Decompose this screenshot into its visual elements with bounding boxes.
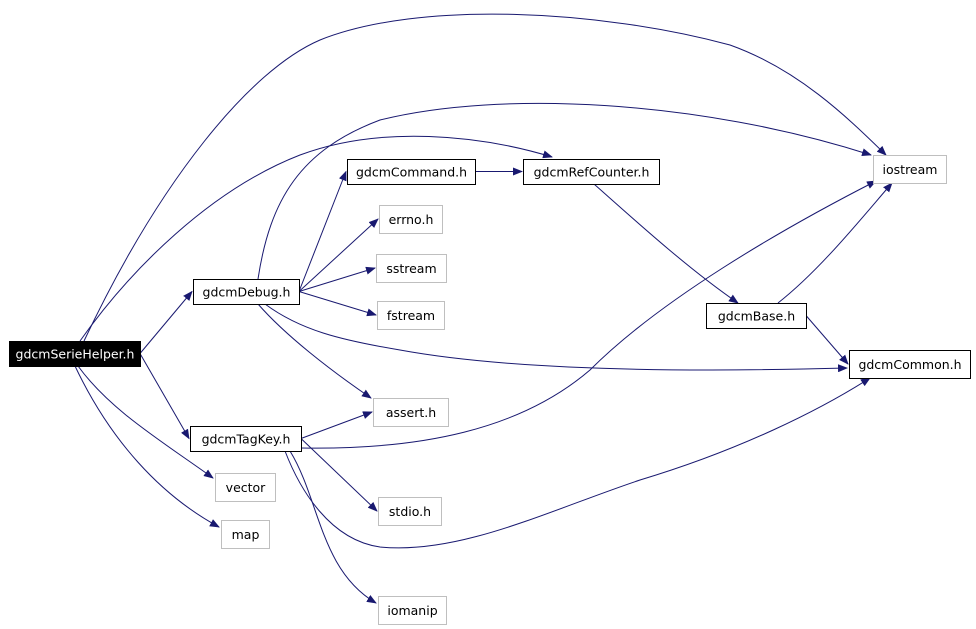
node-box <box>523 159 660 185</box>
node-gdcmdebug-h[interactable]: gdcmDebug.h <box>193 279 300 305</box>
node-label: vector <box>226 480 267 495</box>
node-label: gdcmBase.h <box>718 309 795 324</box>
node-label: map <box>232 527 260 542</box>
edge-gdcmseriehelper-h-to-gdcmrefcounter-h <box>79 135 553 342</box>
node-label: gdcmTagKey.h <box>202 432 291 447</box>
node-box <box>9 341 141 367</box>
node-vector[interactable]: vector <box>215 473 276 502</box>
node-label: gdcmSerieHelper.h <box>16 347 135 362</box>
node-label: iomanip <box>387 603 437 618</box>
node-box <box>378 596 447 625</box>
edge-gdcmseriehelper-h-to-gdcmtagkey-h <box>139 353 190 440</box>
node-label: iostream <box>883 162 938 177</box>
edge-gdcmdebug-h-to-sstream <box>298 266 376 292</box>
node-label: errno.h <box>389 212 434 227</box>
edge-gdcmdebug-h-to-iostream <box>257 102 872 280</box>
edge-gdcmtagkey-h-to-stdio-h <box>300 438 378 512</box>
edge-gdcmdebug-h-to-fstream <box>298 291 377 317</box>
node-box <box>193 279 300 305</box>
node-box <box>376 254 447 283</box>
node-box <box>873 155 947 184</box>
edge-gdcmdebug-h-to-gdcmcommon-h <box>264 303 848 373</box>
node-stdio-h[interactable]: stdio.h <box>378 497 442 526</box>
node-gdcmseriehelper-h: gdcmSerieHelper.h <box>9 341 141 367</box>
node-label: gdcmCommand.h <box>356 165 467 180</box>
node-label: gdcmDebug.h <box>203 285 291 300</box>
edges-layer <box>74 13 893 604</box>
node-gdcmcommand-h[interactable]: gdcmCommand.h <box>347 159 476 185</box>
node-label: gdcmRefCounter.h <box>534 165 650 180</box>
node-box <box>190 426 302 452</box>
node-sstream[interactable]: sstream <box>376 254 447 283</box>
edge-gdcmseriehelper-h-to-gdcmdebug-h <box>139 290 193 354</box>
edge-gdcmtagkey-h-to-gdcmcommon-h <box>284 377 871 549</box>
node-gdcmtagkey-h[interactable]: gdcmTagKey.h <box>190 426 302 452</box>
edge-gdcmbase-h-to-iostream <box>777 182 893 304</box>
edge-gdcmseriehelper-h-to-vector <box>77 365 214 479</box>
node-box <box>849 350 971 379</box>
node-box <box>347 159 476 185</box>
node-gdcmcommon-h[interactable]: gdcmCommon.h <box>849 350 971 379</box>
node-errno-h[interactable]: errno.h <box>379 205 443 234</box>
edge-gdcmtagkey-h-to-assert-h <box>300 411 373 439</box>
node-label: stdio.h <box>389 504 431 519</box>
node-gdcmbase-h[interactable]: gdcmBase.h <box>706 303 807 329</box>
node-box <box>221 520 270 549</box>
edge-gdcmrefcounter-h-to-gdcmbase-h <box>593 183 739 304</box>
node-label: assert.h <box>386 405 436 420</box>
edge-gdcmseriehelper-h-to-iostream <box>83 13 887 342</box>
edge-gdcmdebug-h-to-gdcmcommand-h <box>298 170 347 292</box>
node-label: gdcmCommon.h <box>858 357 961 372</box>
node-box <box>373 398 449 427</box>
node-label: fstream <box>387 308 435 323</box>
edge-gdcmdebug-h-to-assert-h <box>257 303 372 399</box>
edge-gdcmtagkey-h-to-iomanip <box>289 450 377 604</box>
node-label: sstream <box>386 261 436 276</box>
node-box <box>215 473 276 502</box>
edge-gdcmdebug-h-to-errno-h <box>298 218 379 292</box>
edge-gdcmtagkey-h-to-iostream <box>300 180 877 449</box>
node-iostream[interactable]: iostream <box>873 155 947 184</box>
node-box <box>377 301 445 330</box>
node-box <box>706 303 807 329</box>
node-fstream[interactable]: fstream <box>377 301 445 330</box>
edge-gdcmseriehelper-h-to-map <box>74 365 220 528</box>
node-gdcmrefcounter-h[interactable]: gdcmRefCounter.h <box>523 159 660 185</box>
node-map[interactable]: map <box>221 520 270 549</box>
node-box <box>378 497 442 526</box>
nodes-layer: gdcmSerieHelper.h gdcmDebug.h gdcmTagKey.h… <box>9 155 971 625</box>
edge-gdcmbase-h-to-gdcmcommon-h <box>805 315 849 365</box>
node-assert-h[interactable]: assert.h <box>373 398 449 427</box>
node-iomanip[interactable]: iomanip <box>378 596 447 625</box>
node-box <box>379 205 443 234</box>
